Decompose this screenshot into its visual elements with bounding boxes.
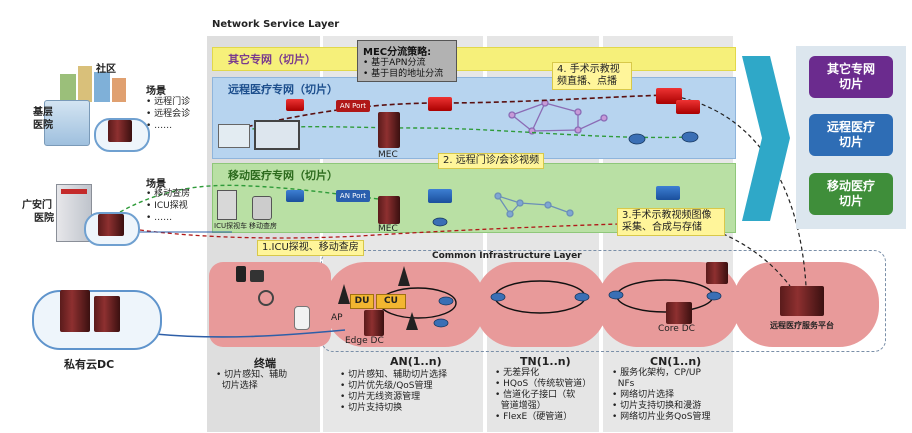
remote-slice-button: 远程医疗 切片	[809, 114, 893, 156]
platform-server	[780, 286, 824, 316]
community-server	[108, 120, 132, 142]
icu-red-path	[139, 221, 691, 239]
cn-items: • 服务化架构，CP/UP NFs • 网络切片选择 • 切片支持切换和漫游 •…	[612, 368, 711, 422]
core-dc-label: Core DC	[658, 324, 695, 334]
cn-title: CN(1..n)	[650, 355, 702, 368]
core-dc-server-2	[666, 302, 692, 324]
mobile-node-2	[428, 189, 452, 203]
remote-node-4	[676, 100, 700, 114]
an-port-2: AN Port	[336, 190, 370, 202]
note-remote-video: 2. 远程门诊/会诊视频	[438, 153, 545, 169]
private-cloud-label: 私有云DC	[64, 358, 115, 371]
terminal-title: 终端	[254, 357, 276, 370]
note-surgery-live-line2: 频直播、点播	[557, 76, 617, 87]
mec-strategy-item-apn: • 基于APN分流	[363, 58, 426, 68]
remote-node-1	[286, 99, 304, 111]
remote-green-path	[239, 125, 691, 139]
remote-doctor-screen	[254, 120, 300, 150]
scene1-title: 场景	[146, 86, 166, 97]
note-icu-mobile: 1.ICU探视、移动查房	[257, 240, 364, 256]
edge-dc-label: Edge DC	[345, 336, 384, 346]
network-service-layer-label: Network Service Layer	[212, 19, 340, 30]
mec-server-1	[378, 112, 400, 148]
other-slice-button: 其它专网 切片	[809, 56, 893, 98]
mobile-node-1	[286, 190, 304, 202]
hospital-server	[98, 214, 124, 236]
note-surgery-live-line1: 4. 手术示教视	[557, 64, 620, 75]
cu-box: CU	[376, 294, 406, 309]
note-surgery-live: 4. 手术示教视 频直播、点播	[552, 62, 632, 90]
terminal-items: • 切片感知、辅助 切片选择	[216, 370, 288, 391]
antenna-icon-3	[406, 312, 418, 330]
common-infrastructure-label: Common Infrastructure Layer	[432, 251, 582, 261]
mobile-ward-label: 移动查房	[249, 222, 277, 230]
mobile-slice-label: 移动医疗专网（切片）	[228, 169, 338, 182]
guanganmen-line1: 广安门	[22, 200, 52, 211]
other-slice-band	[212, 47, 736, 71]
note-surgery-capture: 3.手术示教视频图像 采集、合成与存储	[617, 208, 725, 236]
icu-cart-icon	[217, 190, 237, 220]
mec-label-1: MEC	[378, 150, 398, 160]
core-dc-server-1	[706, 262, 728, 284]
antenna-icon-2	[338, 284, 350, 304]
an-port-1: AN Port	[336, 100, 370, 112]
mobile-node-3	[656, 186, 680, 200]
scene2-items: • 移动查房 • ICU探视 • ……	[146, 189, 191, 223]
an-items: • 切片感知、辅助切片选择 • 切片优先级/QoS管理 • 切片无线资源管理 •…	[340, 370, 448, 413]
grassroots-hospital-line1: 基层	[33, 107, 53, 118]
tn-title: TN(1..n)	[520, 355, 571, 368]
headset-icon	[258, 290, 274, 306]
platform-dashed-path	[667, 94, 807, 287]
mec-strategy-item-dest: • 基于目的地址分流	[363, 69, 444, 79]
remote-mesh	[508, 99, 608, 135]
mec-strategy-title: MEC分流策略:	[363, 47, 432, 58]
mec-server-2	[378, 196, 400, 224]
community-buildings-icon	[60, 62, 130, 102]
tn-items: • 无差异化 • HQoS（传统软管道） • 信道化子接口（软 管道增强） • …	[495, 368, 592, 422]
right-chevron-icon	[742, 56, 790, 221]
scene2-title: 场景	[146, 179, 166, 190]
mobile-mesh	[494, 192, 574, 218]
phone-icon	[236, 266, 246, 282]
mec-label-2: MEC	[378, 224, 398, 234]
cn-ring	[616, 279, 714, 313]
grassroots-hospital-line2: 医院	[33, 120, 53, 131]
tablet-icon	[250, 270, 264, 282]
note-surgery-capture-line1: 3.手术示教视频图像	[622, 210, 712, 221]
note-surgery-capture-line2: 采集、合成与存储	[622, 222, 702, 233]
cloud-link	[154, 329, 346, 338]
grassroots-hospital-icon	[44, 100, 90, 146]
remote-node-3	[656, 88, 682, 104]
private-cloud-server-1	[60, 290, 90, 332]
mobile-ward-icon	[252, 196, 272, 220]
remote-device-left	[218, 124, 250, 148]
icu-cart-label: ICU探视车	[214, 222, 248, 230]
mobile-slice-button: 移动医疗 切片	[809, 173, 893, 215]
remote-node-2	[428, 97, 452, 111]
scene1-items: • 远程门诊 • 远程会诊 • ……	[146, 97, 191, 131]
community-label: 社区	[96, 64, 116, 75]
private-cloud-server-2	[94, 296, 120, 332]
edge-dc-server	[364, 310, 384, 336]
tn-infra-region	[475, 262, 607, 347]
antenna-icon-1	[398, 266, 410, 286]
tn-ring	[494, 280, 586, 314]
other-slice-label: 其它专网（切片）	[228, 53, 316, 66]
wifi-device-icon	[294, 306, 310, 330]
platform-label: 远程医疗服务平台	[770, 321, 834, 330]
du-box: DU	[350, 294, 374, 309]
guanganmen-line2: 医院	[34, 213, 54, 224]
mec-strategy-box: MEC分流策略: • 基于APN分流 • 基于目的地址分流	[357, 40, 457, 82]
remote-slice-label: 远程医疗专网（切片）	[228, 83, 338, 96]
ap-label: AP	[331, 313, 343, 323]
an-title: AN(1..n)	[390, 355, 442, 368]
